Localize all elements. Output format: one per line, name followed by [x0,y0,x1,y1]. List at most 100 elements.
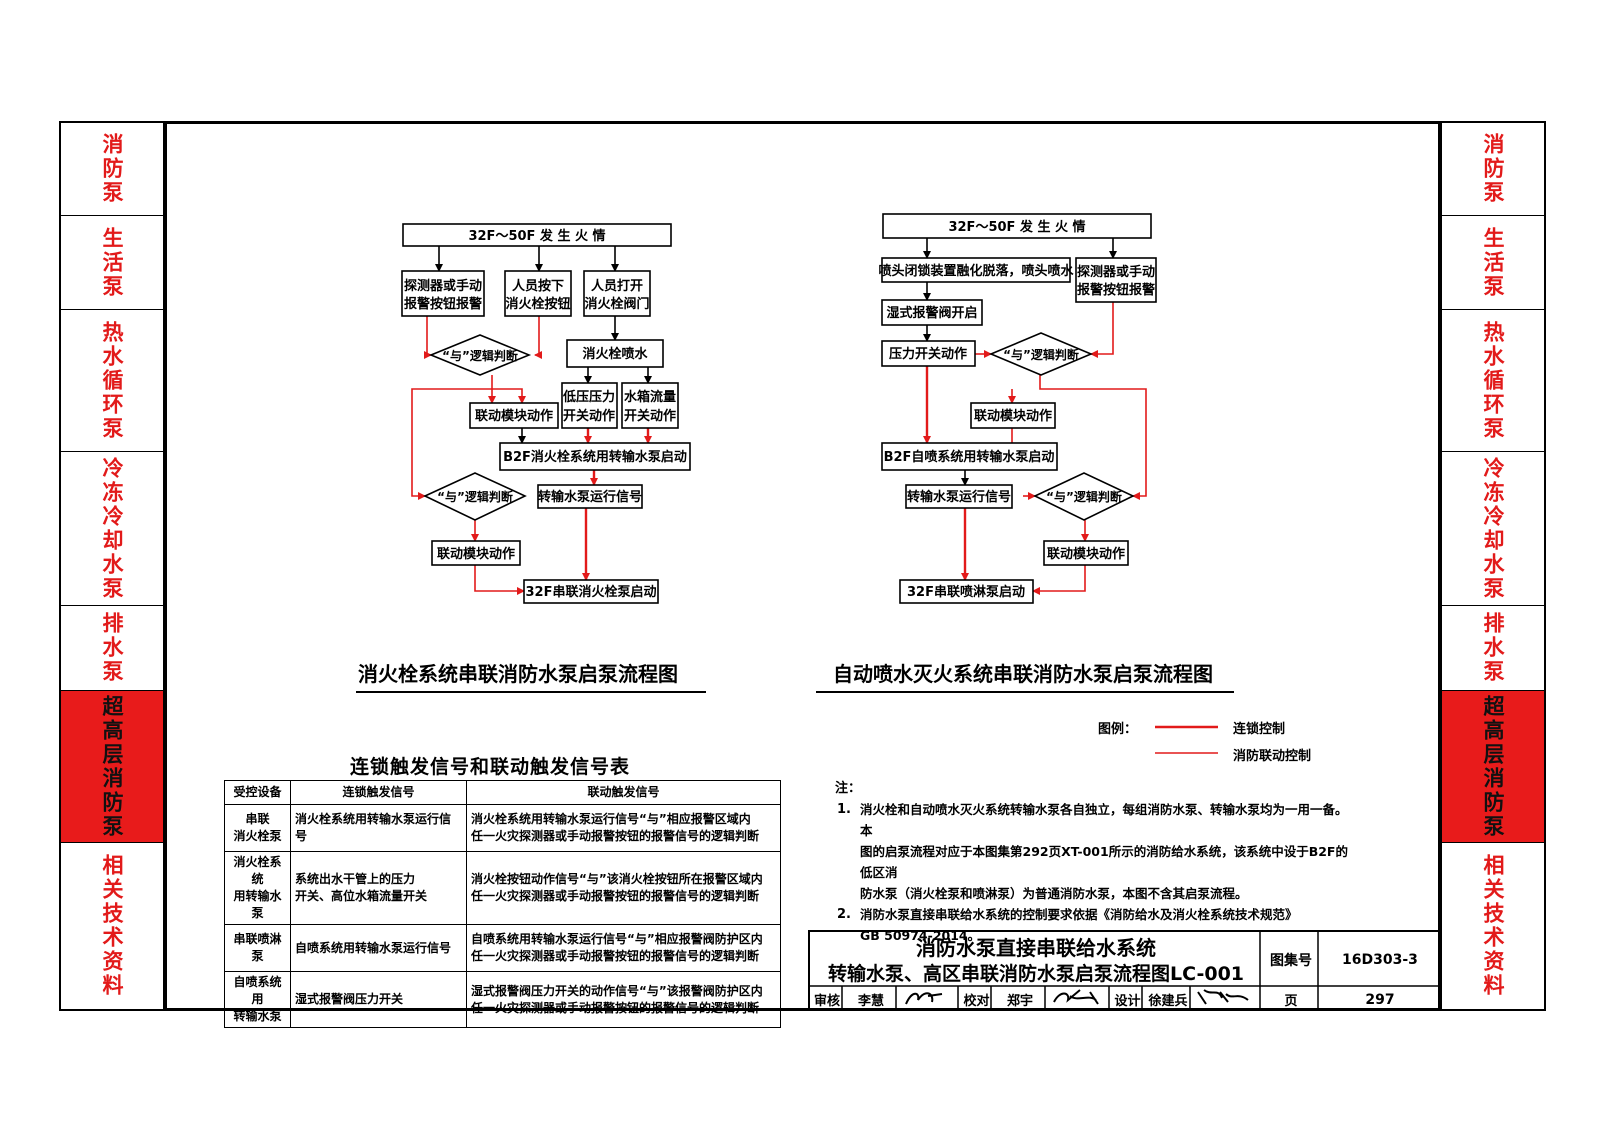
node-b2f-transfer-pump-start [499,442,691,471]
note-line: 防水泵（消火栓泵和喷淋泵）为普通消防水泵，本图不含其启泵流程。 [860,886,1248,901]
tab-related-technical-data[interactable]: 相关技术资料 [61,843,163,1009]
caption-sprinkler-flowchart: 自动喷水灭火系统串联消防水泵启泵流程图 [833,662,1213,686]
node-module-action-2 [431,540,521,566]
tab-label: 消防泵 [100,133,124,205]
tab-drain-pump[interactable]: 排水泵 [1442,606,1544,691]
tab-label: 相关技术资料 [100,854,124,998]
tab-label: 排水泵 [1481,612,1505,684]
review-label: 审核 [813,994,840,1009]
label-module-2: 联动模块动作 [1047,546,1125,562]
note-item-1: 1. 消火栓和自动喷水灭火系统转输水泵各自独立，每组消防水泵、转输水泵均为一用一… [835,799,1355,904]
note-item-2: 2. 消防水泵直接串联给水系统的控制要求依据《消防给水及消火栓系统技术规范》 [835,904,1355,925]
tab-label: 排水泵 [100,612,124,684]
sprinkler-flowchart-nodes [881,213,1157,604]
node-sprinkler-spray [881,257,1071,283]
note-line: 消防水泵直接串联给水系统的控制要求依据《消防给水及消火栓系统技术规范》 [860,907,1298,922]
label-press-2: 消火栓按钮 [505,296,570,312]
tab-fire-pump[interactable]: 消防泵 [61,123,163,216]
label-detector-1: 探测器或手动 [1077,264,1155,280]
notes: 注： 1. 消火栓和自动喷水灭火系统转输水泵各自独立，每组消防水泵、转输水泵均为… [835,778,1355,946]
node-fire-occurs [882,213,1152,239]
note-line: 图的启泵流程对应于本图集第292页XT-001所示的消防给水系统，该系统中设于B… [860,844,1348,880]
header-device: 受控设备 [224,780,291,805]
label-run-signal: 转输水泵运行信号 [907,489,1011,505]
node-module-action-1 [970,402,1056,429]
node-low-pressure-switch [561,382,618,429]
cell-interlock: 系统出水干管上的压力开关、高位水箱流量开关 [290,851,467,925]
node-32f-hydrant-pump-start [523,579,659,604]
node-32f-sprinkler-pump-start [899,579,1034,604]
tab-related-technical-data[interactable]: 相关技术资料 [1442,843,1544,1009]
label-low-pressure-1: 低压压力 [562,389,615,405]
node-transfer-pump-run-signal [537,484,643,509]
tab-high-rise-fire-pump[interactable]: 超高层消防泵 [61,691,163,843]
note-number: 1. [837,802,851,817]
tab-domestic-pump[interactable]: 生活泵 [1442,216,1544,310]
cell-interlock: 自喷系统用转输水泵运行信号 [290,924,467,972]
tab-high-rise-fire-pump[interactable]: 超高层消防泵 [1442,691,1544,843]
sprinkler-flowchart [923,238,1147,595]
label-sprinkler: 喷头闭锁装置融化脱落，喷头喷水 [878,263,1074,279]
tab-label: 消防泵 [1481,133,1505,205]
node-b2f-transfer-pump-start [881,442,1058,471]
node-module-action-2 [1043,540,1129,566]
cell-linkage: 消火栓按钮动作信号“与”该消火栓按钮所在报警区域内任一火灾探测器或手动报警按钮的… [466,851,781,925]
legend-item-interlock: 连锁控制 [1233,722,1286,737]
label-run-signal: 转输水泵运行信号 [538,489,642,505]
cell-device: 消火栓系统用转输水泵 [224,851,291,925]
legend-item-linkage: 消防联动控制 [1233,749,1312,764]
node-transfer-pump-run-signal [905,484,1013,509]
tab-domestic-pump[interactable]: 生活泵 [61,216,163,310]
tab-hot-water-pump[interactable]: 热水循环泵 [1442,310,1544,452]
tab-chilled-water-pump[interactable]: 冷冻冷却水泵 [61,452,163,606]
label-detector-2: 报警按钮报警 [404,296,482,312]
legend-label: 图例： [1098,722,1138,737]
node-and-logic-1 [428,334,532,376]
label-wet-valve: 湿式报警阀开启 [886,305,977,321]
tab-fire-pump[interactable]: 消防泵 [1442,123,1544,216]
hydrant-flowchart-labels: 32F～50F 发 生 火 情 探测器或手动 报警按钮报警 人员按下 消火栓按钮… [404,228,687,600]
node-and-logic-2 [1033,472,1135,521]
table-row: 串联喷淋泵 自喷系统用转输水泵运行信号 自喷系统用转输水泵运行信号“与”相应报警… [224,924,781,972]
cell-device: 串联喷淋泵 [224,924,291,972]
review-name: 李慧 [857,994,884,1009]
design-name: 徐建兵 [1148,994,1188,1009]
table-row: 自喷系统用转输水泵 湿式报警阀压力开关 湿式报警阀压力开关的动作信号“与”该报警… [224,971,781,1028]
tab-label: 超高层消防泵 [100,694,124,839]
main-frame [165,121,1440,1011]
cell-interlock: 湿式报警阀压力开关 [290,971,467,1028]
tab-label: 生活泵 [1481,226,1505,299]
label-b2f-start: B2F自喷系统用转输水泵启动 [884,449,1055,465]
tab-label: 冷冻冷却水泵 [100,456,124,601]
tab-label: 冷冻冷却水泵 [1481,456,1505,601]
node-tank-flow-switch [621,382,679,429]
tab-chilled-water-pump[interactable]: 冷冻冷却水泵 [1442,452,1544,606]
label-b2f-start: B2F消火栓系统用转输水泵启动 [503,449,687,465]
atlas-number: 16D303-3 [1342,952,1418,968]
label-low-pressure-2: 开关动作 [563,408,615,424]
tab-label: 生活泵 [100,226,124,299]
table-row: 串联消火栓泵 消火栓系统用转输水泵运行信号 消火栓系统用转输水泵运行信号“与”相… [224,804,781,852]
label-and-1: “与”逻辑判断 [442,348,518,363]
cell-linkage: 自喷系统用转输水泵运行信号“与”相应报警阀防护区内任一火灾探测器或手动报警按钮的… [466,924,781,972]
node-module-action-1 [469,402,559,429]
label-module-1: 联动模块动作 [974,408,1052,424]
label-detector-2: 报警按钮报警 [1077,282,1155,298]
tab-label: 热水循环泵 [100,320,124,441]
tab-hot-water-pump[interactable]: 热水循环泵 [61,310,163,452]
tab-drain-pump[interactable]: 排水泵 [61,606,163,691]
cell-device: 自喷系统用转输水泵 [224,971,291,1028]
label-end: 32F串联喷淋泵启动 [907,584,1025,600]
label-tank-flow-1: 水箱流量 [624,389,676,405]
node-press-hydrant-button [504,270,572,317]
label-hydrant-spray: 消火栓喷水 [582,346,648,362]
title-block: 消防水泵直接串联给水系统 转输水泵、高区串联消防水泵启泵流程图LC-001 图集… [808,930,1438,1009]
label-fire: 32F～50F 发 生 火 情 [468,228,605,244]
atlas-number-label: 图集号 [1270,953,1312,969]
node-detector-alarm [401,270,485,317]
right-category-tabs: 消防泵 生活泵 热水循环泵 冷冻冷却水泵 排水泵 超高层消防泵 相关技术资料 [1440,121,1546,1011]
node-wet-alarm-valve [881,299,983,326]
label-and-2: “与”逻辑判断 [1046,489,1122,504]
label-valve-1: 人员打开 [591,278,643,294]
